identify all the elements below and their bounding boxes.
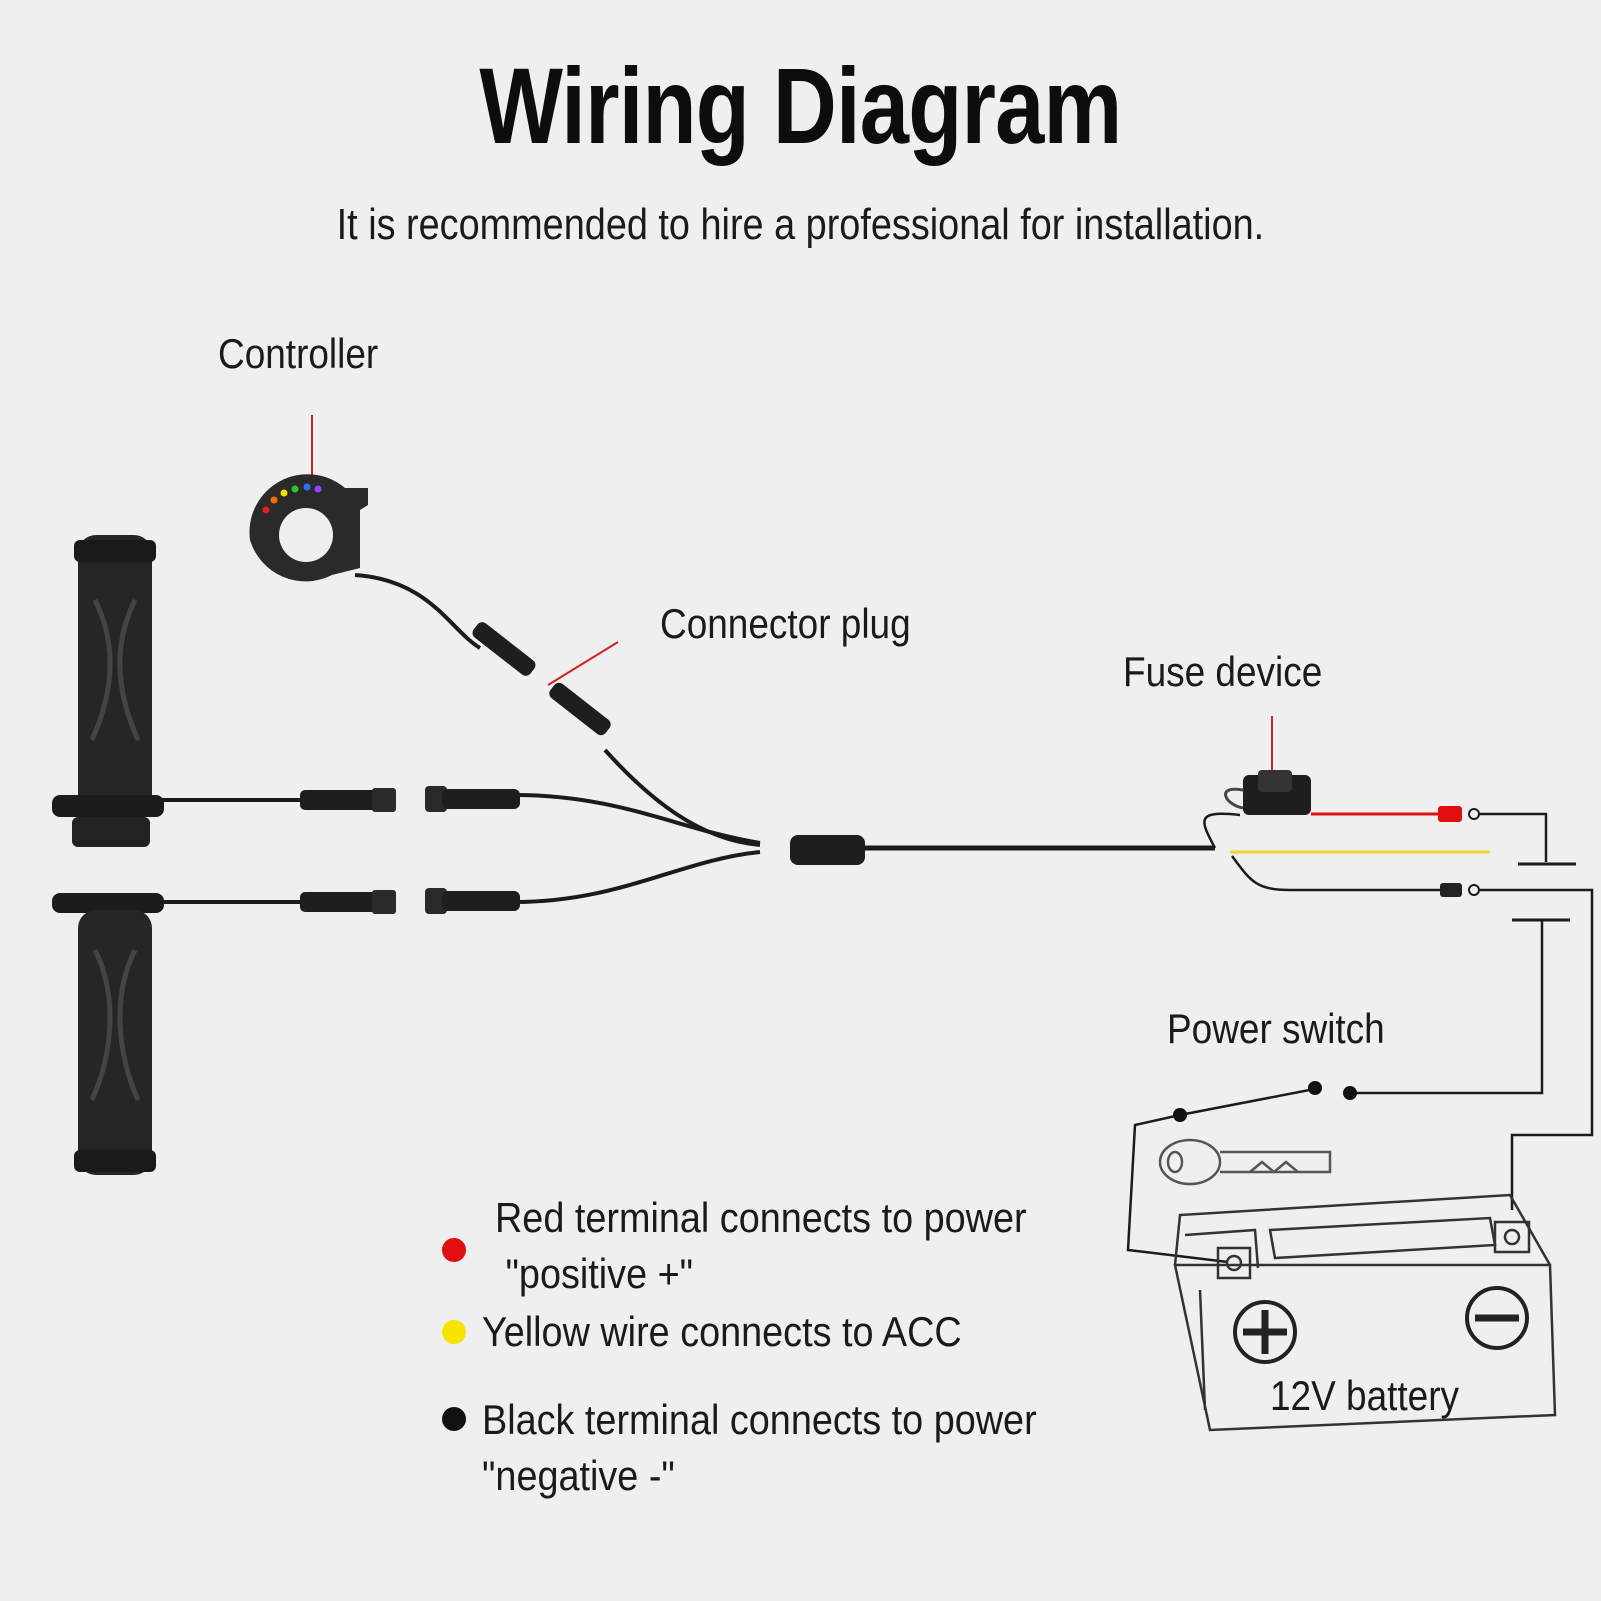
connector-plug-leader-line [547, 641, 619, 686]
legend-item-red: Red terminal connects to power "positive… [495, 1190, 1027, 1302]
switch-contact [1173, 1108, 1187, 1122]
legend-item-black: Black terminal connects to power "negati… [482, 1392, 1037, 1504]
legend-black-line1: Black terminal connects to power [482, 1396, 1037, 1443]
fuse-loop-wire [1203, 812, 1241, 849]
cable-junction [790, 835, 865, 865]
legend-yellow-line1: Yellow wire connects to ACC [482, 1308, 962, 1355]
red-terminal [1438, 806, 1462, 822]
legend-red-line1: Red terminal connects to power [495, 1194, 1027, 1241]
grip-icon [52, 535, 164, 847]
lower-grip-cable-2 [514, 850, 761, 904]
key-icon [1158, 1138, 1332, 1186]
switch-contact [1308, 1081, 1322, 1095]
page-subtitle: It is recommended to hire a professional… [336, 200, 1265, 249]
battery-label: 12V battery [1270, 1372, 1460, 1419]
connector-plug-label: Connector plug [660, 600, 911, 647]
controller-cable [354, 573, 482, 650]
upper-grip-cable-2 [514, 793, 761, 845]
fuse-icon [1224, 770, 1311, 815]
controller-label: Controller [218, 330, 379, 377]
legend-item-yellow: Yellow wire connects to ACC [482, 1304, 962, 1360]
legend-dot-red [442, 1238, 466, 1262]
power-switch-label: Power switch [1167, 1005, 1385, 1052]
connector-plug [472, 622, 611, 736]
minus-icon [1465, 1286, 1529, 1350]
grip-connectors [300, 786, 520, 914]
switch-contact [1343, 1086, 1357, 1100]
page-title: Wiring Diagram [479, 45, 1122, 166]
circuit-lines [1126, 812, 1594, 1264]
controller-icon [249, 474, 368, 582]
fuse-device-label: Fuse device [1123, 648, 1323, 695]
black-terminal [1440, 883, 1462, 897]
legend-red-line2: "positive +" [495, 1250, 694, 1297]
plus-icon [1233, 1300, 1297, 1364]
grip-icon [52, 893, 164, 1175]
legend-black-line2: "negative -" [482, 1452, 675, 1499]
legend-dot-black [442, 1407, 466, 1431]
battery-icon [1173, 1193, 1557, 1432]
black-wire [1230, 855, 1440, 892]
controller-cable-lower [603, 748, 761, 847]
legend-dot-yellow [442, 1320, 466, 1344]
